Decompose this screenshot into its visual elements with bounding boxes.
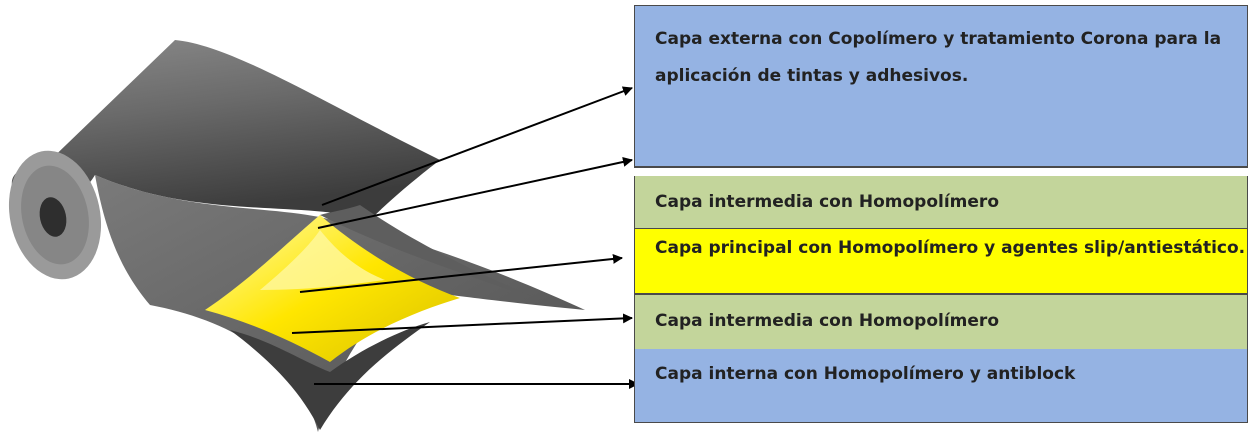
arrow-capa-intermedia-2 <box>291 313 633 334</box>
layer-capa-intermedia-1: Capa intermedia con Homopolímero <box>634 176 1248 229</box>
roll-cylinder <box>11 40 440 220</box>
film-flap <box>320 205 540 300</box>
arrow-capa-externa <box>321 86 633 206</box>
layer-capa-principal: Capa principal con Homopolímero y agente… <box>634 229 1248 295</box>
layer-capa-interna-text: Capa interna con Homopolímero y antibloc… <box>655 364 1076 384</box>
bottom-layer <box>230 322 430 430</box>
layer-capa-principal-text: Capa principal con Homopolímero y agente… <box>655 238 1246 258</box>
layer-capa-interna: Capa interna con Homopolímero y antibloc… <box>634 349 1248 423</box>
layer-capa-intermedia-2: Capa intermedia con Homopolímero <box>634 295 1248 349</box>
layer-capa-intermedia-2-text: Capa intermedia con Homopolímero <box>655 311 999 331</box>
roll-core-hole <box>39 197 67 237</box>
arrow-capa-principal <box>299 253 623 293</box>
core-layer-light <box>260 230 385 290</box>
arrow-capa-intermedia-1 <box>317 157 633 229</box>
layer-capa-intermedia-1-text: Capa intermedia con Homopolímero <box>655 192 999 212</box>
layer-capa-externa: Capa externa con Copolímero y tratamient… <box>634 5 1248 168</box>
layer-capa-externa-text: Capa externa con Copolímero y tratamient… <box>655 29 1222 86</box>
